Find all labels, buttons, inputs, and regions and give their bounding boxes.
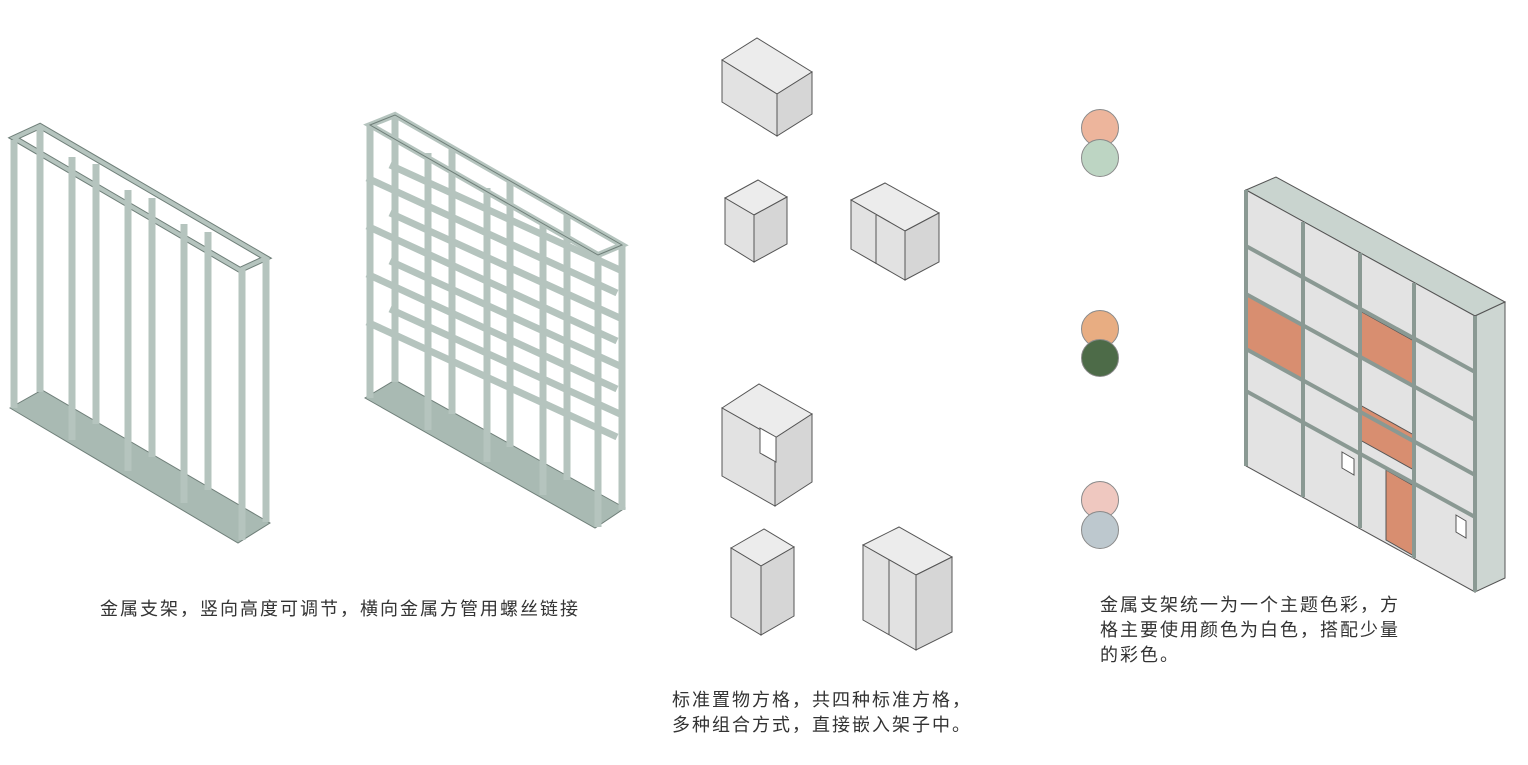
storage-box-cube	[721, 383, 813, 507]
color-swatch-3-bottom	[1081, 511, 1119, 549]
storage-box-double-small	[849, 182, 941, 281]
color-swatch-1-bottom	[1081, 139, 1119, 177]
color-swatch-2-bottom	[1081, 339, 1119, 377]
caption-color-scheme: 金属支架统一为一个主题色彩，方 格主要使用颜色为白色，搭配少量 的彩色。	[1100, 595, 1400, 666]
storage-box-small	[723, 179, 789, 263]
caption-metal-frames: 金属支架，竖向高度可调节，横向金属方管用螺丝链接	[100, 599, 580, 620]
metal-frame-grid	[363, 111, 629, 529]
storage-box-double-tall	[861, 526, 954, 651]
storage-box-large-open	[721, 37, 813, 137]
caption-storage-boxes: 标准置物方格，共四种标准方格， 多种组合方式，直接嵌入架子中。	[672, 690, 972, 736]
storage-box-tall	[730, 528, 795, 636]
assembled-shelf	[1244, 176, 1507, 593]
metal-frame-vertical	[7, 122, 273, 544]
